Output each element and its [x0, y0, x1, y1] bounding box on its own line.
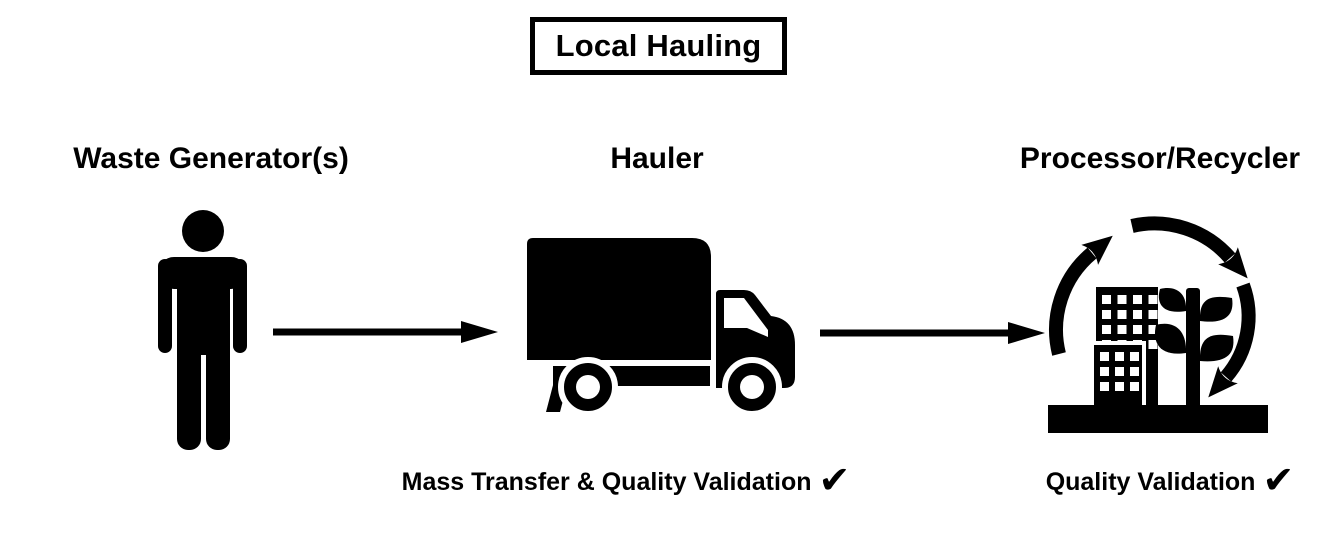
person-icon: [158, 210, 247, 450]
recycling-facility-icon: [1048, 216, 1268, 433]
hauler-caption: Mass Transfer & Quality Validation ✔: [371, 458, 881, 506]
node-label-hauler: Hauler: [610, 142, 704, 175]
diagram-title: Local Hauling: [555, 28, 762, 63]
flow-arrow-generator-to-hauler: [273, 321, 498, 343]
flow-arrow-hauler-to-processor: [820, 322, 1045, 344]
node-label-processor-recycler: Processor/Recycler: [1019, 142, 1301, 175]
processor-caption-text: Quality Validation: [1045, 467, 1256, 496]
checkmark-icon: ✔: [1262, 458, 1295, 502]
box-truck-icon: [527, 238, 795, 417]
hauler-caption-text: Mass Transfer & Quality Validation: [401, 467, 812, 496]
checkmark-icon: ✔: [818, 458, 851, 502]
processor-caption: Quality Validation ✔: [1020, 458, 1320, 506]
node-label-waste-generator: Waste Generator(s): [73, 142, 349, 175]
diagram-title-box: Local Hauling: [530, 17, 787, 75]
